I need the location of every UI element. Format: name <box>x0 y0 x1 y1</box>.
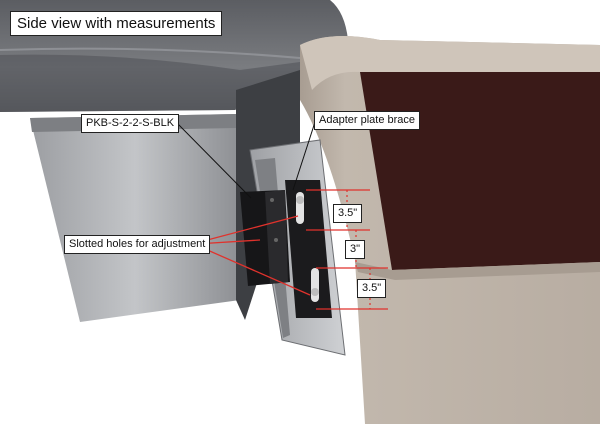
lower-bolt <box>311 288 319 296</box>
brace-leader <box>292 118 317 191</box>
adapter-brace-callout: Adapter plate brace <box>314 111 421 130</box>
mount-bracket <box>240 190 290 286</box>
callout-leaders <box>175 118 317 199</box>
part-number-leader <box>175 121 252 199</box>
top-slot-measurement: 3.5" <box>333 204 363 223</box>
hull-dark-panel <box>360 72 600 270</box>
upper-bolt <box>296 196 304 204</box>
lower-slot <box>311 268 319 302</box>
slotted-holes-callout: Slotted holes for adjustment <box>64 235 211 254</box>
bottom-slot-measurement: 3.5" <box>357 279 387 298</box>
part-number-callout: PKB-S-2-2-S-BLK <box>81 114 180 133</box>
diagram-title: Side view with measurements <box>10 11 223 36</box>
boat-hull <box>300 36 600 424</box>
gap-measurement: 3" <box>345 240 366 259</box>
